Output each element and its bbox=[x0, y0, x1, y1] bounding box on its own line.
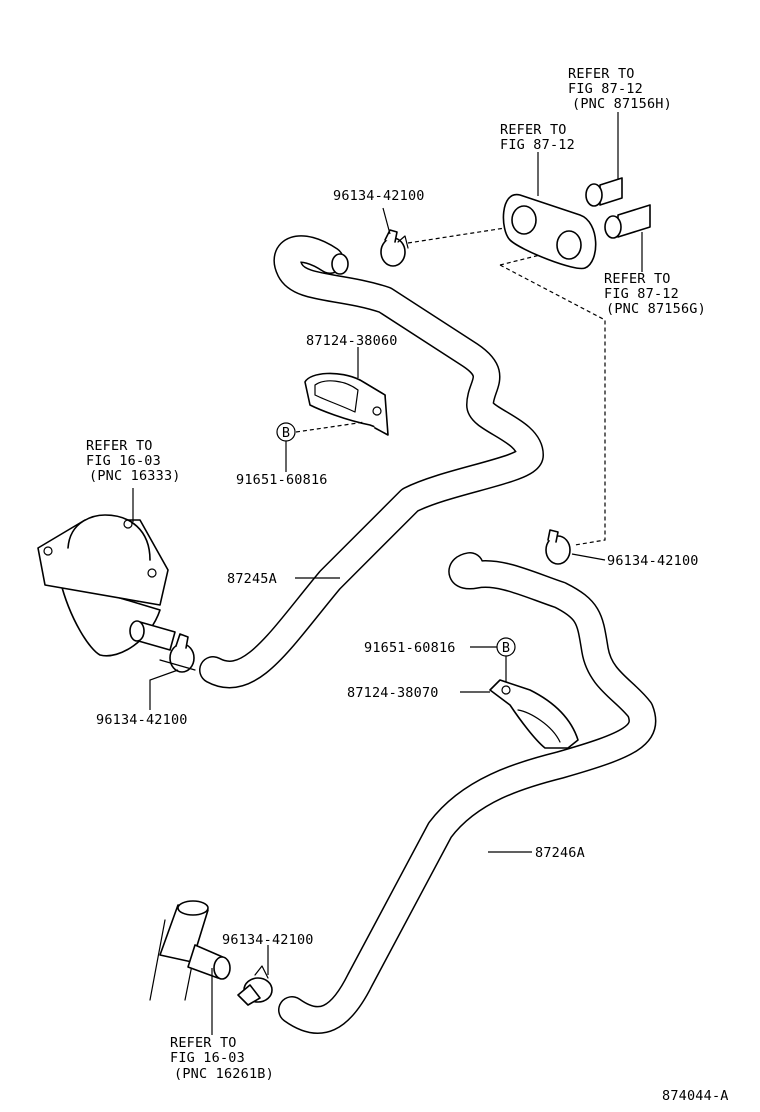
bolt-marker-lower: B bbox=[470, 637, 516, 682]
svg-text:REFER TO: REFER TO bbox=[604, 271, 671, 287]
svg-text:B: B bbox=[502, 640, 510, 656]
label-clamp-bottom: 96134-42100 bbox=[222, 932, 314, 948]
svg-text:(PNC 16333): (PNC 16333) bbox=[89, 468, 181, 484]
bracket-87124-38060[interactable] bbox=[295, 347, 389, 436]
outlet-pipe-left bbox=[129, 620, 176, 651]
pipe-87156G bbox=[604, 204, 651, 272]
svg-text:REFER TO: REFER TO bbox=[500, 122, 567, 138]
label-bolt-lower: 91651-60816 bbox=[364, 640, 456, 656]
svg-text:FIG 16-03: FIG 16-03 bbox=[170, 1050, 245, 1066]
label-clamp-right: 96134-42100 bbox=[607, 553, 699, 569]
clamp-bottom[interactable] bbox=[237, 945, 273, 1006]
label-clamp-left: 96134-42100 bbox=[96, 712, 188, 728]
pipe-87156H bbox=[585, 112, 623, 207]
svg-text:FIG 87-12: FIG 87-12 bbox=[568, 81, 643, 97]
ref-16261B-label: REFER TO FIG 16-03 (PNC 16261B) bbox=[170, 1035, 274, 1082]
label-bracket-upper: 87124-38060 bbox=[306, 333, 398, 349]
clamp-right[interactable] bbox=[499, 254, 606, 565]
bolt-marker-upper: B bbox=[276, 422, 296, 472]
svg-text:B: B bbox=[282, 425, 290, 441]
svg-text:REFER TO: REFER TO bbox=[170, 1035, 237, 1051]
label-clamp-top: 96134-42100 bbox=[333, 188, 425, 204]
label-hose-87245A: 87245A bbox=[227, 571, 277, 587]
clamp-left[interactable] bbox=[149, 633, 196, 710]
ref-plate-label: REFER TO FIG 87-12 bbox=[500, 122, 575, 153]
svg-text:REFER TO: REFER TO bbox=[86, 438, 153, 454]
label-bolt-upper: 91651-60816 bbox=[236, 472, 328, 488]
svg-text:(PNC 16261B): (PNC 16261B) bbox=[174, 1066, 274, 1082]
label-hose-87246A: 87246A bbox=[535, 845, 585, 861]
pipe-16261B[interactable] bbox=[149, 900, 231, 1035]
svg-text:FIG 87-12: FIG 87-12 bbox=[500, 137, 575, 153]
svg-text:FIG 16-03: FIG 16-03 bbox=[86, 453, 161, 469]
hose-87245A[interactable] bbox=[199, 235, 544, 689]
svg-text:REFER TO: REFER TO bbox=[568, 66, 635, 82]
clamp-top[interactable] bbox=[380, 207, 506, 267]
ref-16333-label: REFER TO FIG 16-03 (PNC 16333) bbox=[86, 438, 181, 484]
svg-text:(PNC 87156H): (PNC 87156H) bbox=[572, 96, 672, 112]
ref-87156H-label: REFER TO FIG 87-12 (PNC 87156H) bbox=[568, 66, 672, 112]
gasket-plate[interactable] bbox=[502, 152, 597, 270]
label-bracket-lower: 87124-38070 bbox=[347, 685, 439, 701]
svg-text:(PNC 87156G): (PNC 87156G) bbox=[606, 301, 706, 317]
svg-text:FIG 87-12: FIG 87-12 bbox=[604, 286, 679, 302]
hose-87246A[interactable] bbox=[278, 552, 657, 1034]
bracket-87124-38070[interactable] bbox=[460, 679, 579, 749]
ref-87156G-label: REFER TO FIG 87-12 (PNC 87156G) bbox=[604, 271, 706, 317]
diagram-id: 874044-A bbox=[662, 1088, 729, 1104]
